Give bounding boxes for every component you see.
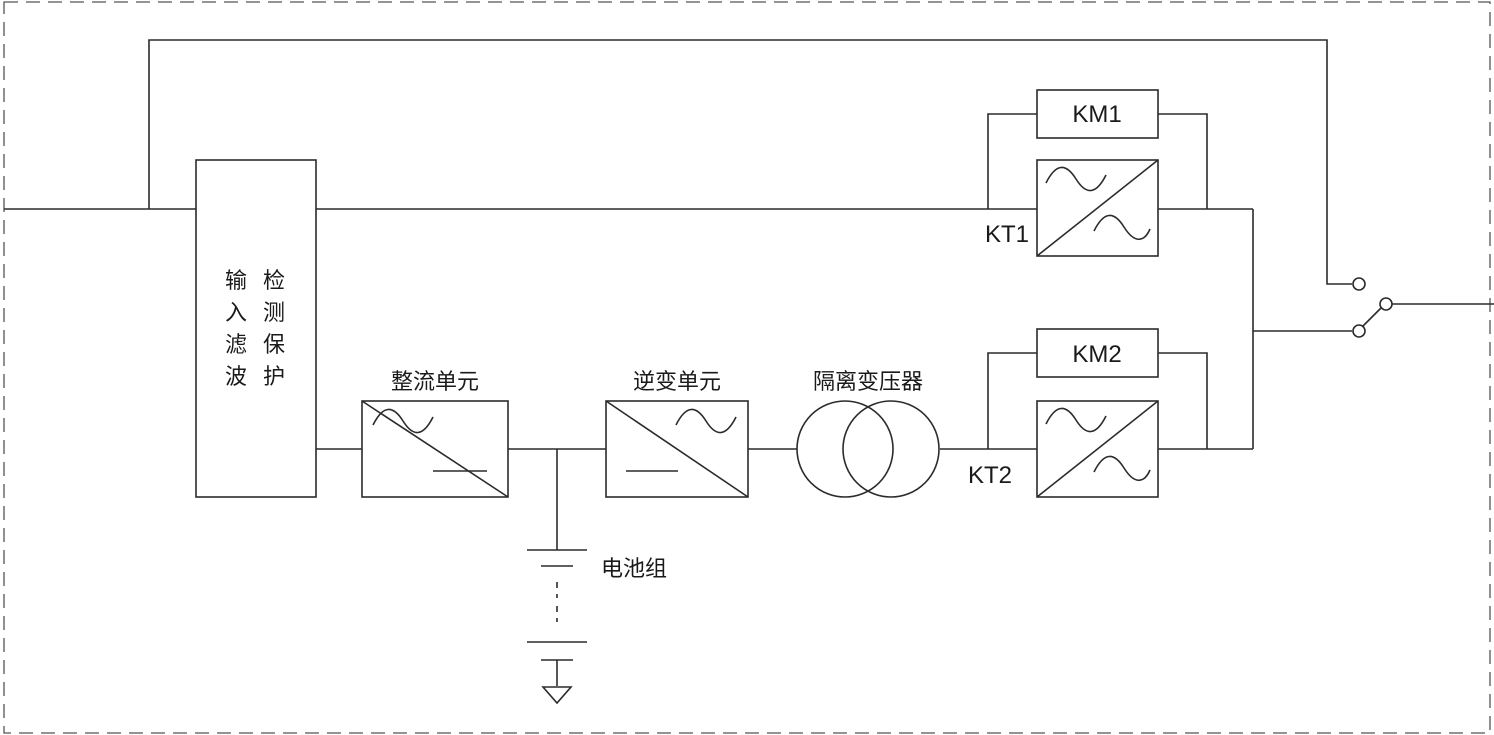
input-module-label-col1: 输 入 滤 波: [225, 269, 247, 390]
svg-text:入: 入: [225, 301, 247, 326]
input-filter-module: [195, 159, 317, 498]
static-switch-2: [1036, 400, 1159, 498]
input-module-label-col2: 检 测 保 护: [263, 269, 285, 390]
transformer-label: 隔离变压器: [813, 370, 923, 395]
isolation-transformer: [796, 400, 940, 498]
svg-text:输: 输: [225, 269, 247, 294]
thyristor-kt2-label: KT2: [968, 462, 1012, 489]
svg-text:测: 测: [263, 301, 285, 326]
svg-text:波: 波: [225, 365, 247, 390]
svg-text:检: 检: [263, 269, 285, 294]
thyristor-kt1-label: KT1: [985, 221, 1029, 248]
rectifier-label: 整流单元: [391, 370, 479, 395]
inverter-label: 逆变单元: [633, 370, 721, 395]
battery-label: 电池组: [601, 557, 667, 582]
contactor-km1: [1036, 89, 1159, 139]
contactor-km2-label: KM2: [1072, 341, 1121, 368]
static-switch-1: [1036, 159, 1159, 257]
wiring: [4, 39, 1352, 705]
svg-text:护: 护: [263, 365, 285, 390]
inverter-unit: [605, 400, 749, 498]
contactor-km1-label: KM1: [1072, 101, 1121, 128]
rectifier-unit: [361, 400, 509, 498]
enclosure-frame: [3, 1, 1491, 734]
contactor-km2: [1036, 328, 1159, 378]
svg-text:保: 保: [263, 333, 285, 358]
transfer-switch: [1352, 277, 1494, 338]
svg-text:滤: 滤: [225, 333, 247, 358]
